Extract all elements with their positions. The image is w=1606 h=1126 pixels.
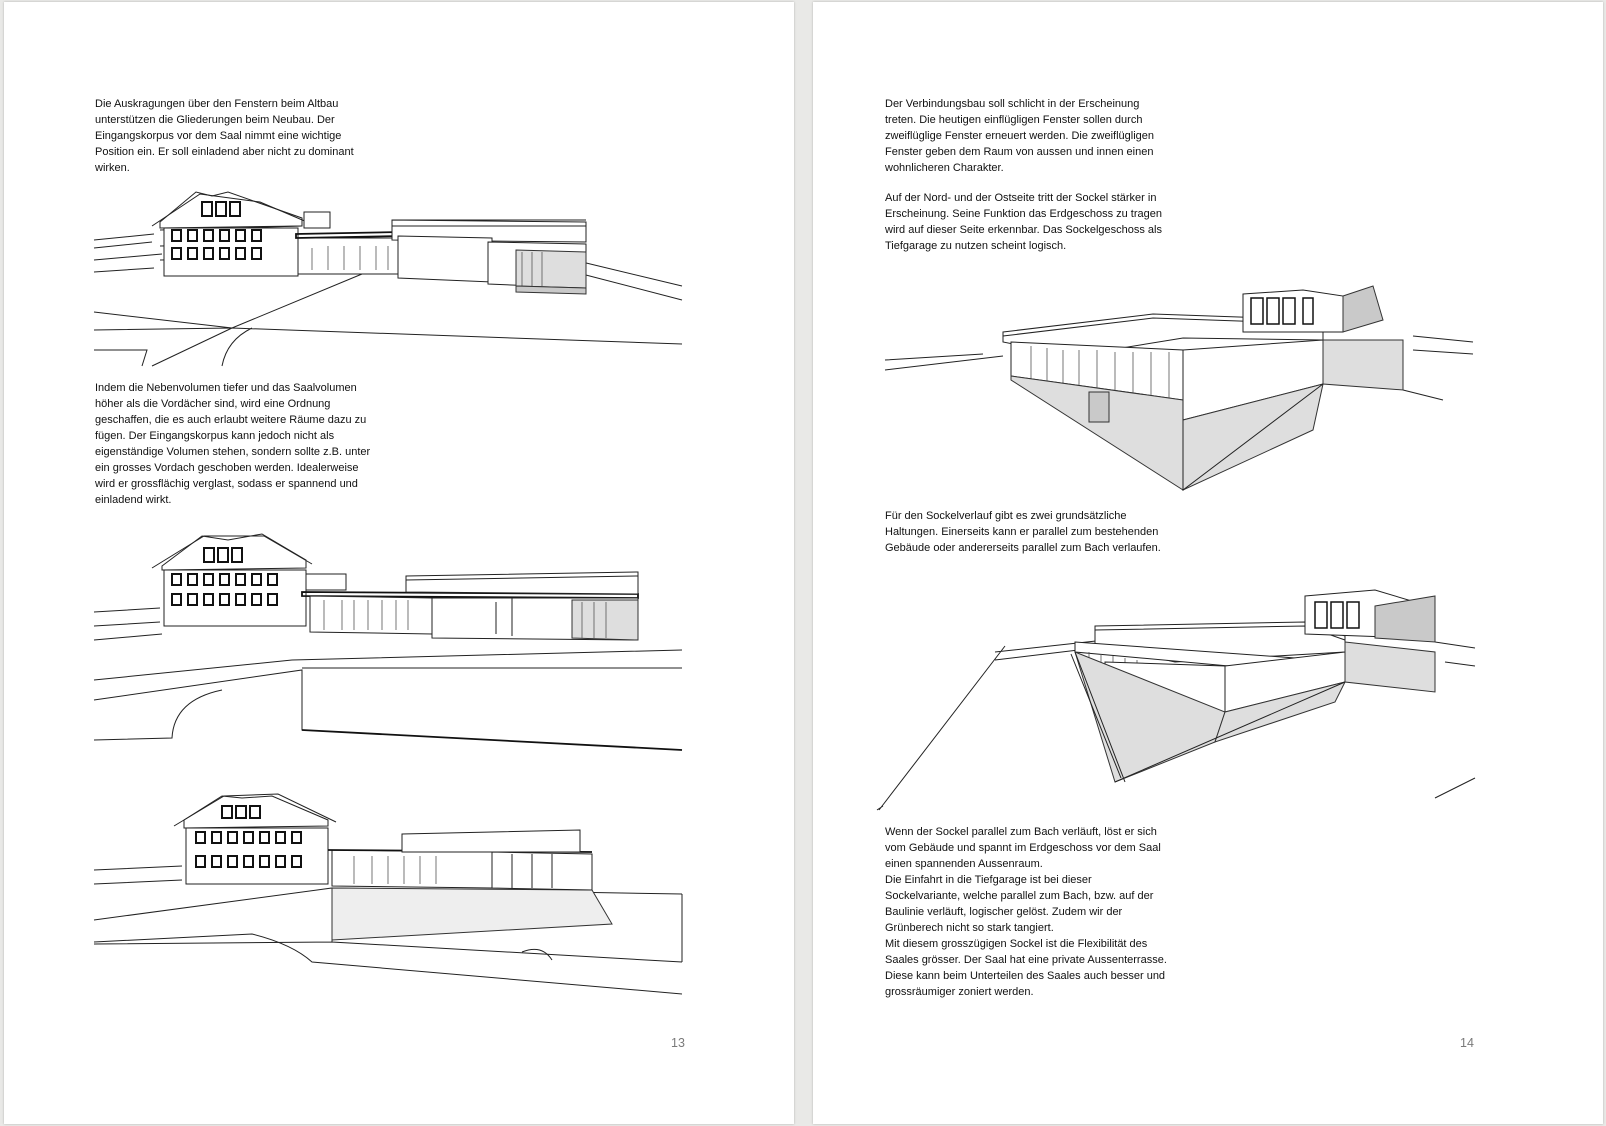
sketch-perspective-3 xyxy=(92,794,692,999)
sketch-perspective-2 xyxy=(92,530,692,755)
windows-old-building xyxy=(172,548,277,605)
paragraph-verbindungsbau: Der Verbindungsbau soll schlicht in der … xyxy=(885,98,1155,174)
page-14: Der Verbindungsbau soll schlicht in der … xyxy=(813,2,1603,1124)
paragraph-auskragungen: Die Auskragungen über den Fenstern beim … xyxy=(95,98,354,174)
page-number: 14 xyxy=(1460,1036,1474,1050)
sketch-perspective-1 xyxy=(92,190,692,375)
page-number: 13 xyxy=(671,1036,685,1050)
paragraph-nebenvolumen: Indem die Nebenvolumen tiefer und das Sa… xyxy=(95,382,371,506)
page-13: Die Auskragungen über den Fenstern beim … xyxy=(4,2,794,1124)
sketch-sockel-parallel-bach xyxy=(875,582,1490,812)
paragraph-sockel-bach: Wenn der Sockel parallel zum Bach verläu… xyxy=(885,826,1167,998)
paragraph-sockel-nord-ost: Auf der Nord- und der Ostseite tritt der… xyxy=(885,192,1162,252)
upper-windows xyxy=(1315,602,1359,628)
paragraph-sockelverlauf: Für den Sockelverlauf gibt es zwei grund… xyxy=(885,510,1161,554)
windows-old-building xyxy=(196,806,301,867)
windows-old-building xyxy=(172,202,261,259)
sketch-sockel-north-east xyxy=(883,280,1483,500)
upper-windows xyxy=(1251,298,1313,324)
